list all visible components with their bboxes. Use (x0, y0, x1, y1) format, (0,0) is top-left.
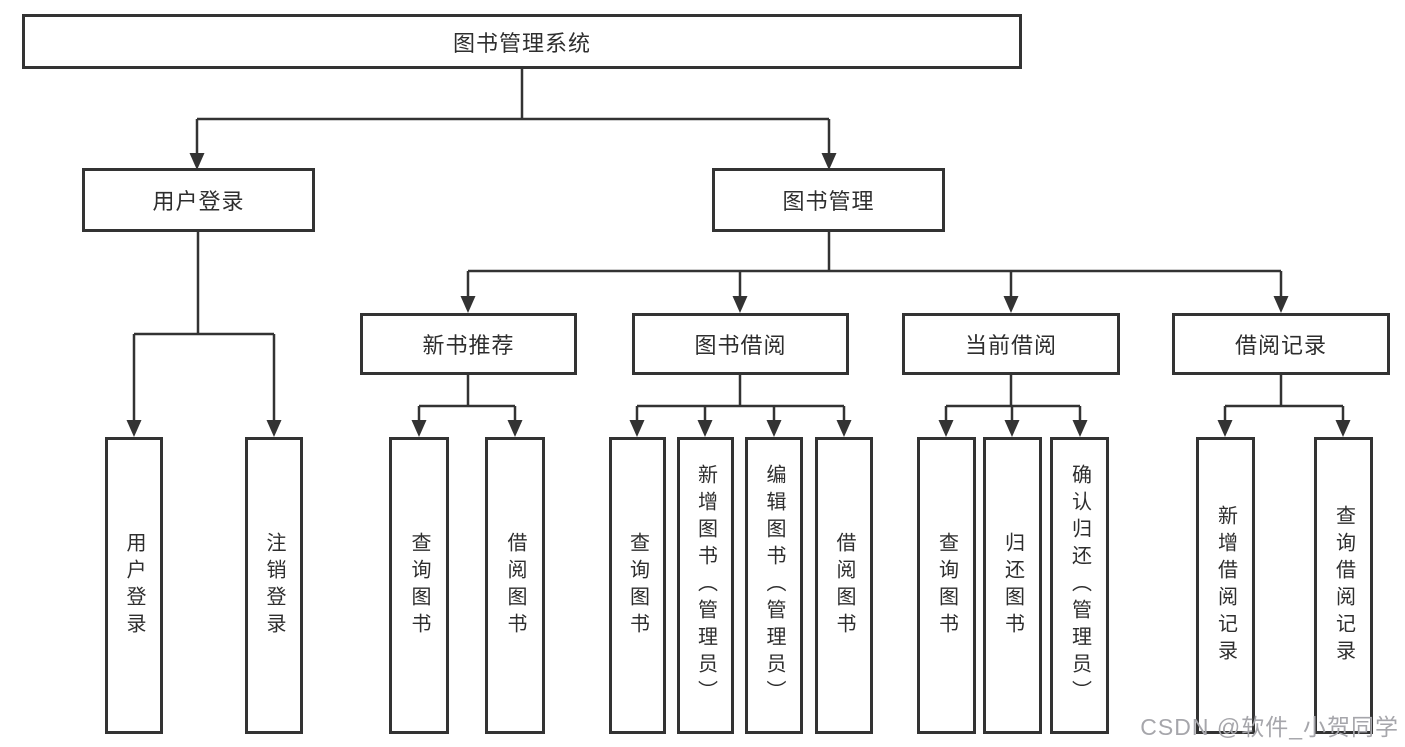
node-new-book-recommend: 新书推荐 (360, 313, 577, 375)
connector-borrowing-children (629, 375, 852, 437)
connector-book-mgmt-children (460, 232, 1289, 313)
leaf-user-login: 用户登录 (105, 437, 163, 734)
node-borrowing-records: 借阅记录 (1172, 313, 1390, 375)
node-book-management: 图书管理 (712, 168, 945, 232)
connector-root-to-level2 (189, 69, 837, 170)
node-root-library-system: 图书管理系统 (22, 14, 1022, 69)
node-current-borrowing: 当前借阅 (902, 313, 1120, 375)
leaf-query-borrow-record: 查询借阅记录 (1314, 437, 1373, 734)
node-user-login: 用户登录 (82, 168, 315, 232)
node-book-borrowing: 图书借阅 (632, 313, 849, 375)
leaf-return-books: 归还图书 (983, 437, 1042, 734)
connector-current-borrow-children (938, 375, 1088, 437)
csdn-watermark: CSDN @软件_小贺同学 (1140, 714, 1399, 740)
connector-borrow-records-children (1217, 375, 1351, 437)
leaf-borrow-books-2: 借阅图书 (815, 437, 873, 734)
leaf-query-books-1: 查询图书 (389, 437, 449, 734)
leaf-borrow-books-1: 借阅图书 (485, 437, 545, 734)
connector-user-login-children (126, 232, 282, 437)
leaf-query-books-3: 查询图书 (917, 437, 976, 734)
leaf-confirm-return-admin: 确认归还（管理员） (1050, 437, 1109, 734)
leaf-logout: 注销登录 (245, 437, 303, 734)
leaf-add-borrow-record: 新增借阅记录 (1196, 437, 1255, 734)
connector-new-books-children (411, 375, 523, 437)
leaf-edit-books-admin: 编辑图书（管理员） (745, 437, 803, 734)
leaf-add-books-admin: 新增图书（管理员） (677, 437, 734, 734)
leaf-query-books-2: 查询图书 (609, 437, 666, 734)
